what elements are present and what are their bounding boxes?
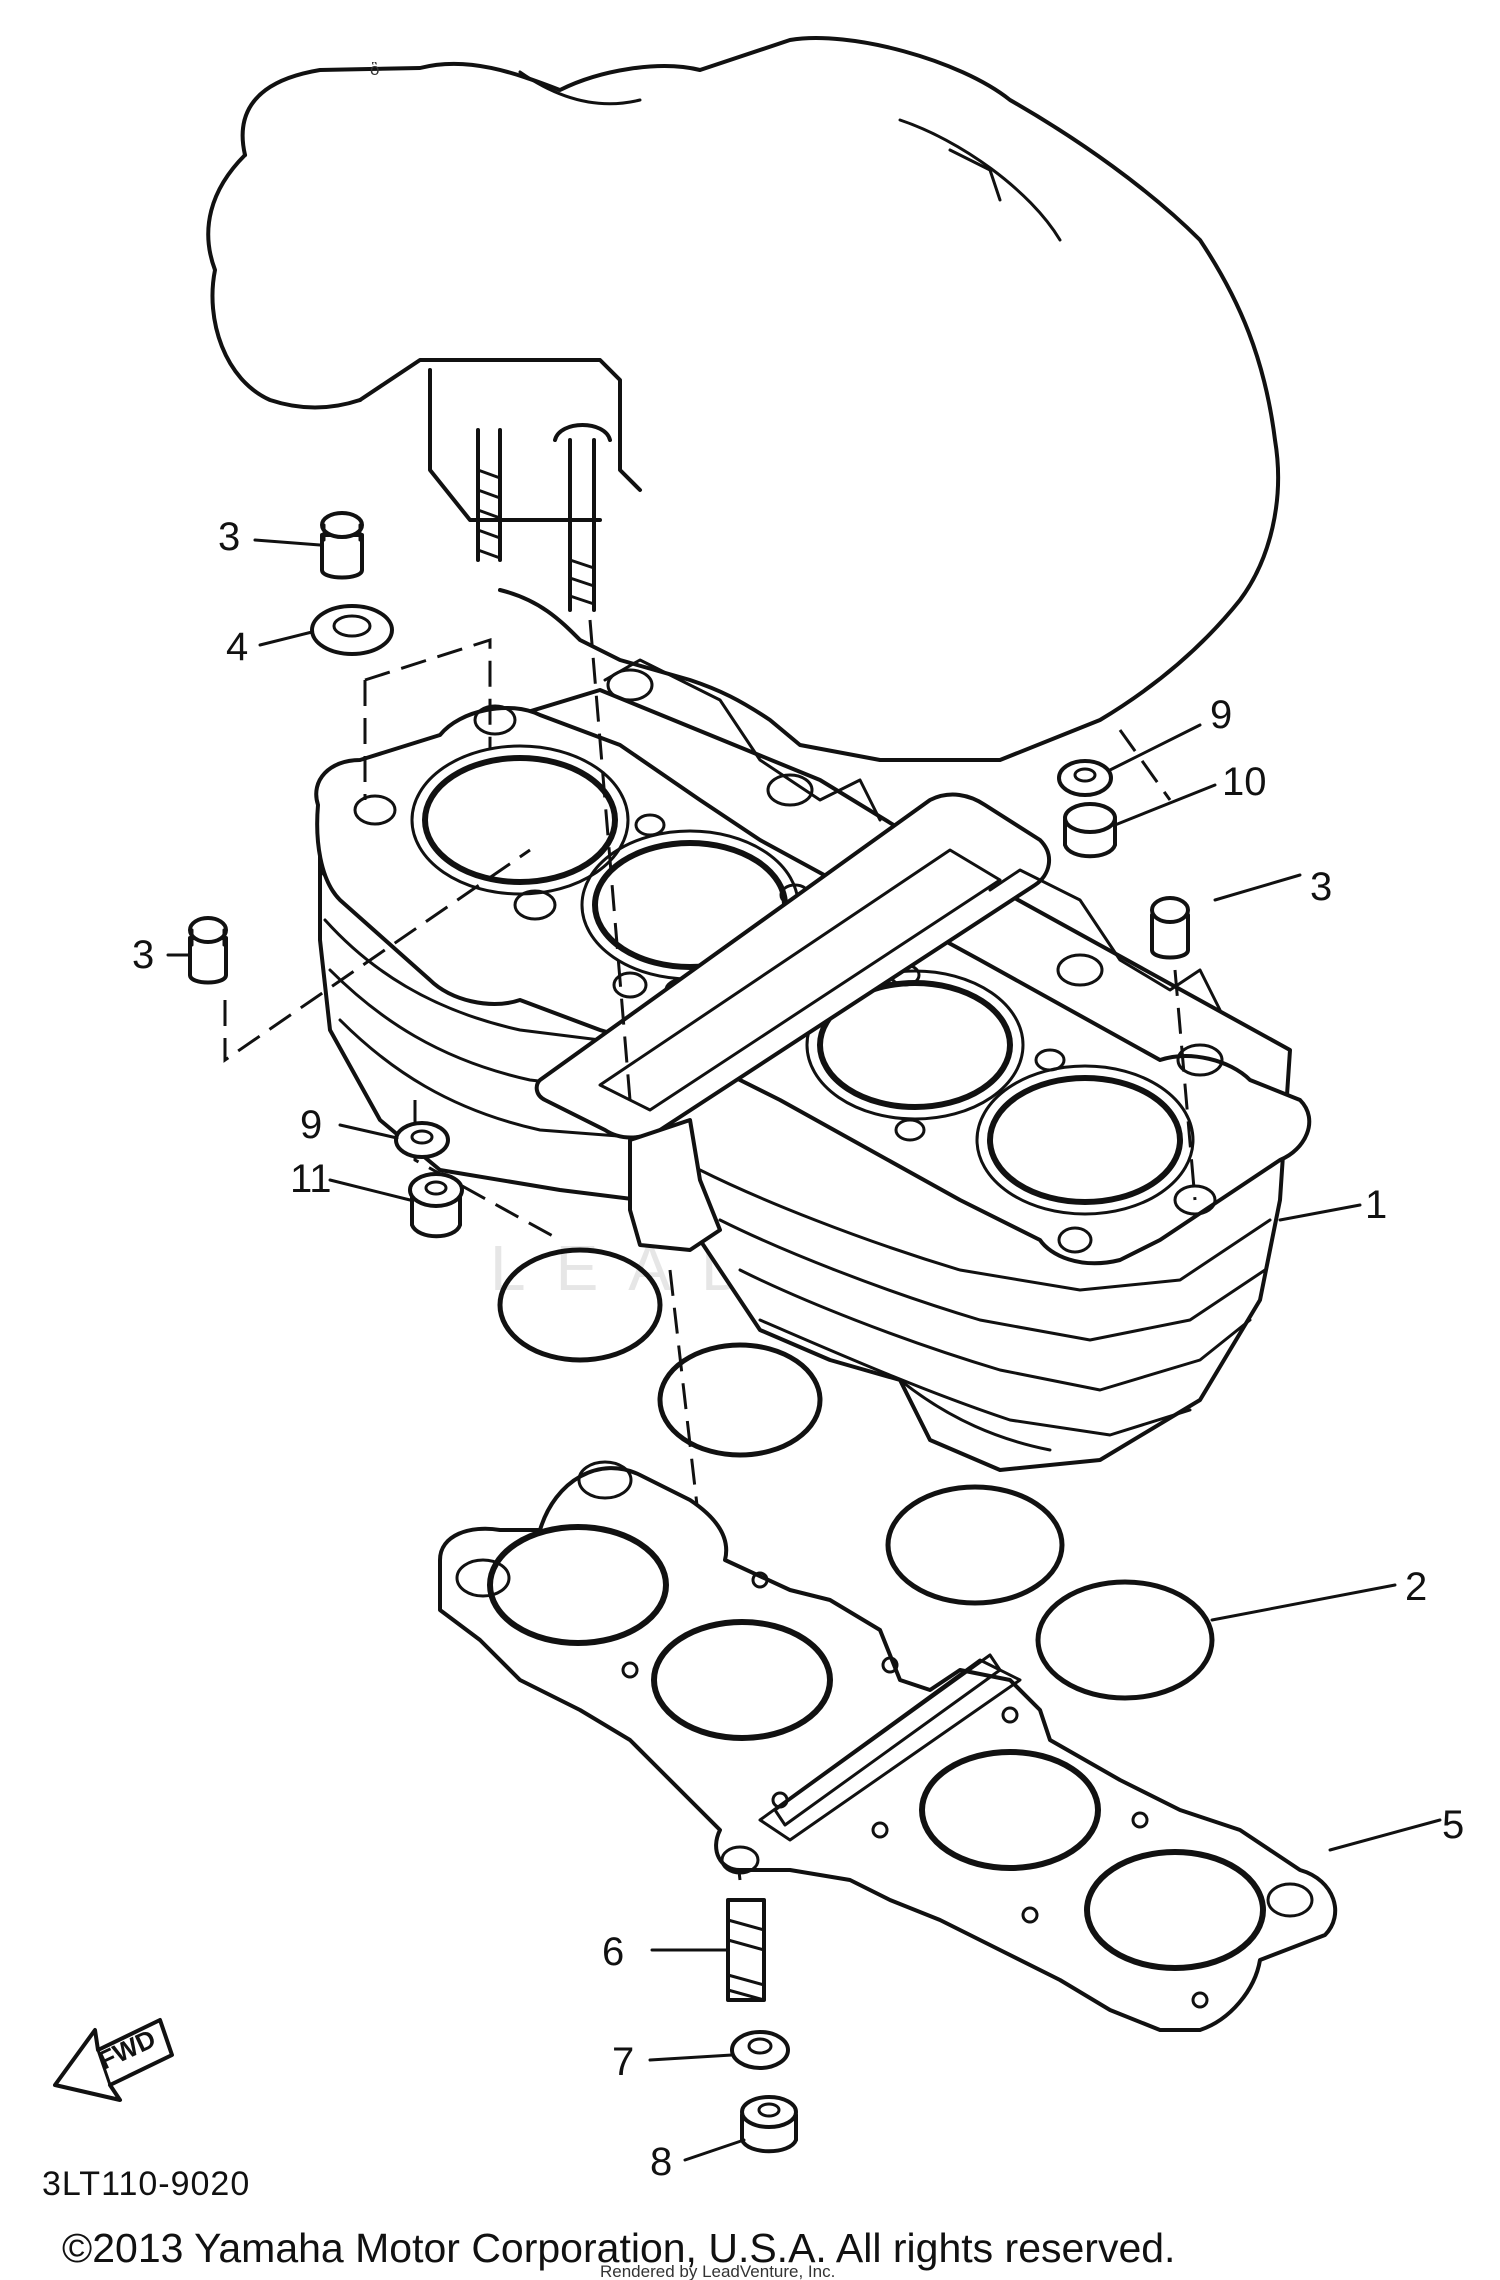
callout-5: 5 [1442,1803,1464,1847]
callout-11: 11 [290,1157,332,1201]
copyright-notice: ©2013 Yamaha Motor Corporation, U.S.A. A… [62,2225,1175,2271]
callout-9-left: 9 [300,1103,322,1147]
diagram-code: 3LT110-9020 [42,2165,250,2203]
callouts: 1 2 3 3 3 4 5 6 7 8 9 9 10 11 [132,515,1464,2184]
render-credit: Rendered by LeadVenture, Inc. [600,2262,835,2280]
callout-2: 2 [1405,1565,1427,1609]
o-rings [497,1247,1215,1701]
callout-9-right: 9 [1210,693,1232,737]
callout-3-right: 3 [1310,865,1332,909]
callout-4: 4 [226,625,248,669]
cylinder-block [314,658,1312,1472]
callout-3-left: 3 [132,933,154,977]
callout-6: 6 [602,1930,624,1974]
callout-7: 7 [612,2040,634,2084]
callout-1: 1 [1365,1183,1387,1227]
callout-8: 8 [650,2140,672,2184]
cylinder-head-outline: ὃ [206,36,1281,762]
forward-arrow-icon: FWD [53,2018,174,2102]
small-parts [188,511,1190,2154]
callout-10: 10 [1222,760,1267,804]
svg-text:ὃ: ὃ [370,60,379,79]
base-gasket [438,1460,1338,2032]
leader-lines [166,538,1442,2162]
head-studs [476,423,612,612]
callout-3-top: 3 [218,515,240,559]
